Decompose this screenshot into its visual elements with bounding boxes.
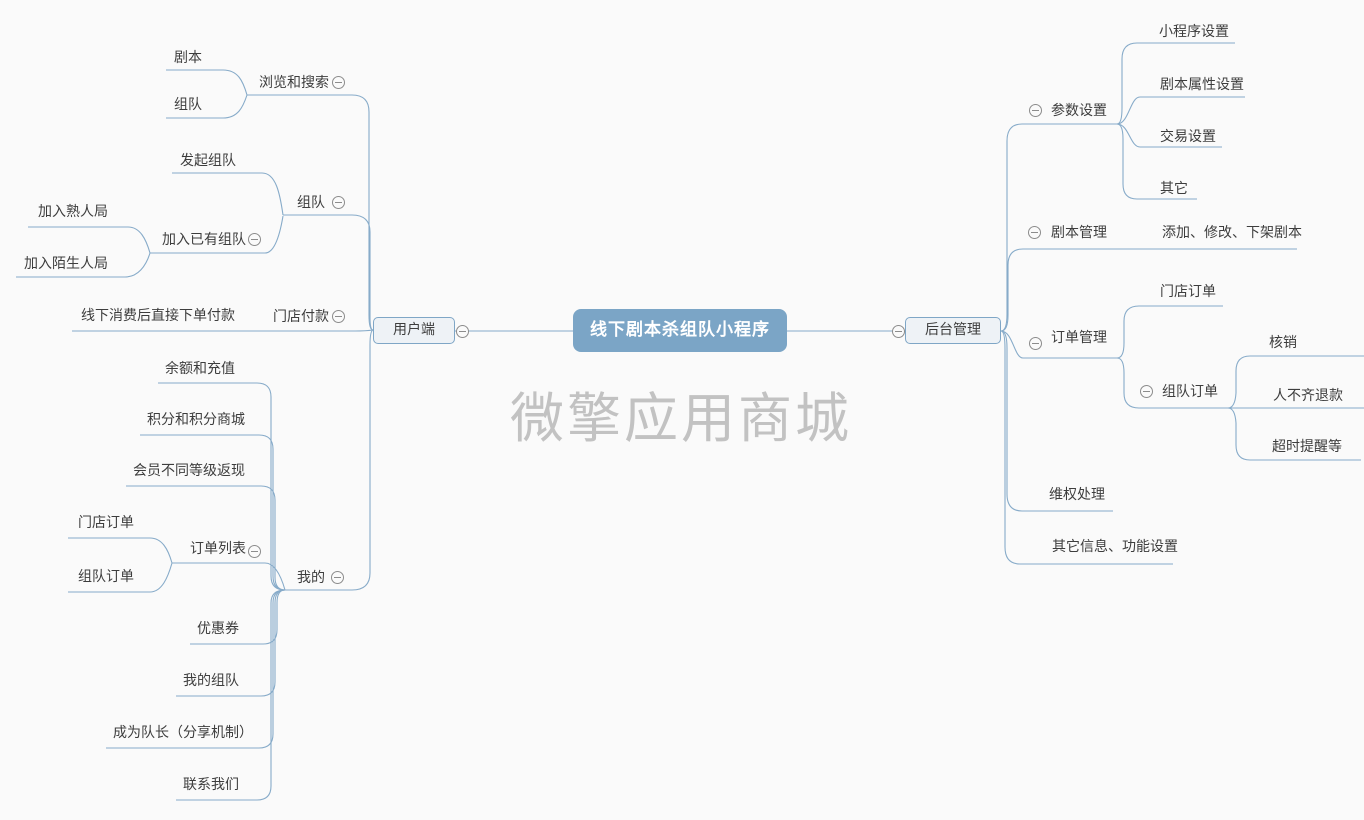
node-script-crud[interactable]: 添加、修改、下架剧本 <box>1162 225 1302 241</box>
branch-line <box>28 226 151 254</box>
collapse-icon-team[interactable] <box>331 195 345 209</box>
node-team-orders-admin[interactable]: 组队订单 <box>1162 384 1218 400</box>
branch-line <box>166 94 248 119</box>
node-join-existing-team[interactable]: 加入已有组队 <box>162 232 246 248</box>
branch-line <box>68 562 173 593</box>
node-script-mgmt[interactable]: 剧本管理 <box>1051 225 1107 241</box>
node-coupons[interactable]: 优惠券 <box>197 621 239 637</box>
node-browse-script[interactable]: 剧本 <box>174 50 202 66</box>
branch-line <box>1227 355 1364 409</box>
node-join-friends[interactable]: 加入熟人局 <box>38 204 108 220</box>
collapse-icon-order-list[interactable] <box>247 544 261 558</box>
branch-line <box>166 69 248 96</box>
branch-line <box>1000 330 1117 359</box>
node-team[interactable]: 组队 <box>297 195 325 211</box>
node-create-team[interactable]: 发起组队 <box>180 153 236 169</box>
branch-line <box>1116 96 1245 125</box>
node-contact-us[interactable]: 联系我们 <box>183 777 239 793</box>
collapse-icon-mine[interactable] <box>330 570 344 584</box>
node-member-cashback[interactable]: 会员不同等级返现 <box>133 463 245 479</box>
node-my-teams[interactable]: 我的组队 <box>183 673 239 689</box>
branch-line <box>1116 123 1222 148</box>
node-store-orders-user[interactable]: 门店订单 <box>78 515 134 531</box>
collapse-icon-script-mgmt[interactable] <box>1027 225 1041 239</box>
node-other-info-settings[interactable]: 其它信息、功能设置 <box>1052 539 1178 555</box>
node-miniprogram-settings[interactable]: 小程序设置 <box>1159 24 1229 40</box>
branch-line <box>285 329 374 591</box>
branch-line <box>247 94 374 331</box>
branch-line <box>150 215 284 254</box>
collapse-icon-team-orders-admin[interactable] <box>1139 384 1153 398</box>
node-param-settings[interactable]: 参数设置 <box>1051 103 1107 119</box>
collapse-icon-browse-search[interactable] <box>331 75 345 89</box>
node-mine[interactable]: 我的 <box>297 570 325 586</box>
branch-line <box>1116 305 1223 359</box>
branch-line <box>283 214 374 331</box>
branch-line <box>172 562 286 591</box>
branch-line <box>190 589 286 645</box>
central-topic[interactable]: 线下剧本杀组队小程序 <box>573 309 787 352</box>
node-timeout-reminder[interactable]: 超时提醒等 <box>1272 439 1342 455</box>
collapse-icon-order-mgmt[interactable] <box>1028 336 1042 350</box>
node-points-mall[interactable]: 积分和积分商城 <box>147 412 245 428</box>
node-browse-team[interactable]: 组队 <box>174 97 202 113</box>
branch-line <box>1116 123 1197 200</box>
branch-line <box>1116 42 1235 125</box>
node-refund-incomplete[interactable]: 人不齐退款 <box>1273 388 1343 404</box>
node-pay-after-offline[interactable]: 线下消费后直接下单付款 <box>81 308 235 324</box>
node-team-orders-user[interactable]: 组队订单 <box>78 569 134 585</box>
branch-line <box>1116 357 1364 409</box>
node-order-mgmt[interactable]: 订单管理 <box>1051 330 1107 346</box>
branch-line <box>1227 407 1361 461</box>
collapse-icon-param-settings[interactable] <box>1028 103 1042 117</box>
collapse-icon-store-payment[interactable] <box>331 309 345 323</box>
collapse-icon-user-side[interactable] <box>455 324 469 338</box>
node-admin-side[interactable]: 后台管理 <box>905 317 1001 344</box>
node-user-side[interactable]: 用户端 <box>373 317 455 344</box>
node-trade-settings[interactable]: 交易设置 <box>1160 129 1216 145</box>
collapse-icon-join-existing-team[interactable] <box>247 232 261 246</box>
collapse-icon-admin-side[interactable] <box>891 324 905 338</box>
watermark-text: 微擎应用商城 <box>510 387 852 450</box>
node-order-list[interactable]: 订单列表 <box>190 541 246 557</box>
branch-line <box>172 172 284 216</box>
node-rights-handling[interactable]: 维权处理 <box>1049 487 1105 503</box>
node-become-captain[interactable]: 成为队长（分享机制） <box>113 725 253 741</box>
node-balance-recharge[interactable]: 余额和充值 <box>165 361 235 377</box>
node-join-strangers[interactable]: 加入陌生人局 <box>24 256 108 272</box>
node-script-attr-settings[interactable]: 剧本属性设置 <box>1160 77 1244 93</box>
branch-line <box>16 252 151 278</box>
branch-line <box>1000 330 1113 512</box>
node-browse-search[interactable]: 浏览和搜索 <box>259 75 329 91</box>
node-store-orders-admin[interactable]: 门店订单 <box>1160 284 1216 300</box>
node-verify[interactable]: 核销 <box>1269 335 1297 351</box>
branch-line <box>72 329 374 332</box>
branch-line <box>140 434 286 591</box>
branch-line <box>68 537 173 564</box>
branch-line <box>1000 248 1297 332</box>
branch-line <box>176 589 286 801</box>
branch-line <box>126 485 286 591</box>
branch-line <box>1000 330 1173 565</box>
node-other[interactable]: 其它 <box>1160 181 1188 197</box>
node-store-payment[interactable]: 门店付款 <box>273 309 329 325</box>
